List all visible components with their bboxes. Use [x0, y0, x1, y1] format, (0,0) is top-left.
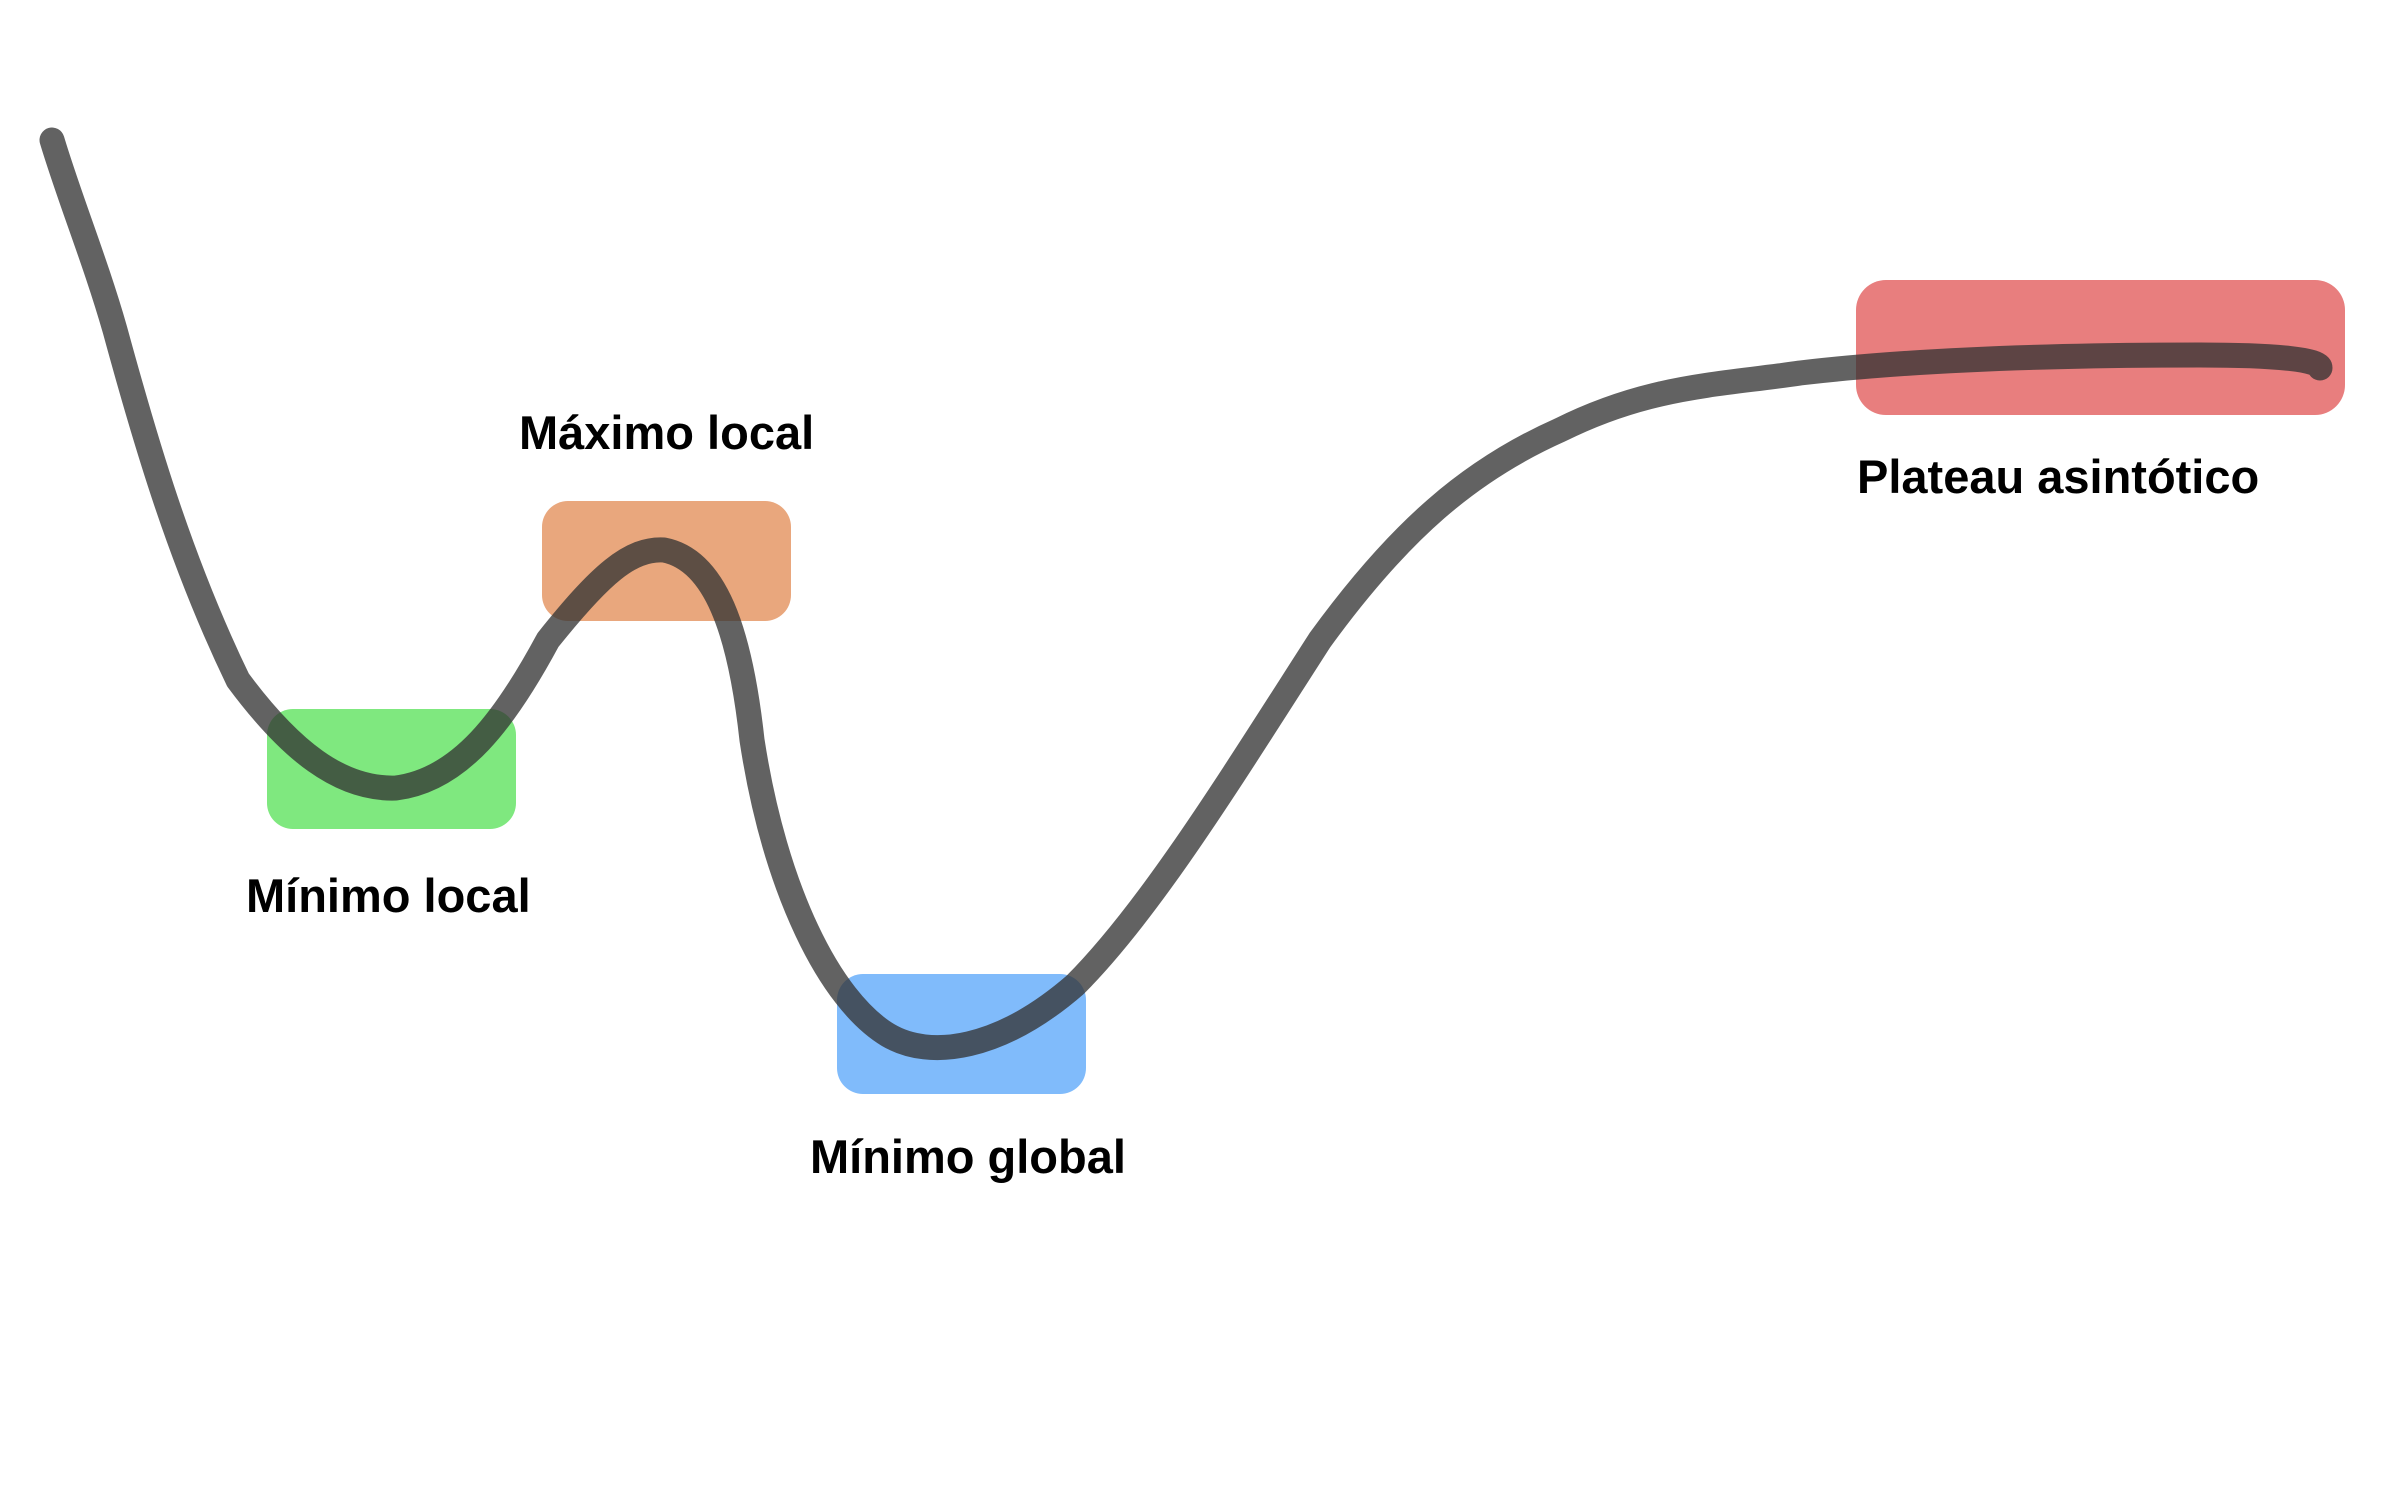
local-min-region-box [267, 709, 516, 829]
global-min-label: Mínimo global [810, 1130, 1126, 1183]
local-min-label: Mínimo local [246, 869, 531, 922]
loss-curve [39, 127, 2333, 1061]
local-max-label: Máximo local [519, 406, 815, 459]
plateau-label: Plateau asintótico [1857, 450, 2260, 503]
